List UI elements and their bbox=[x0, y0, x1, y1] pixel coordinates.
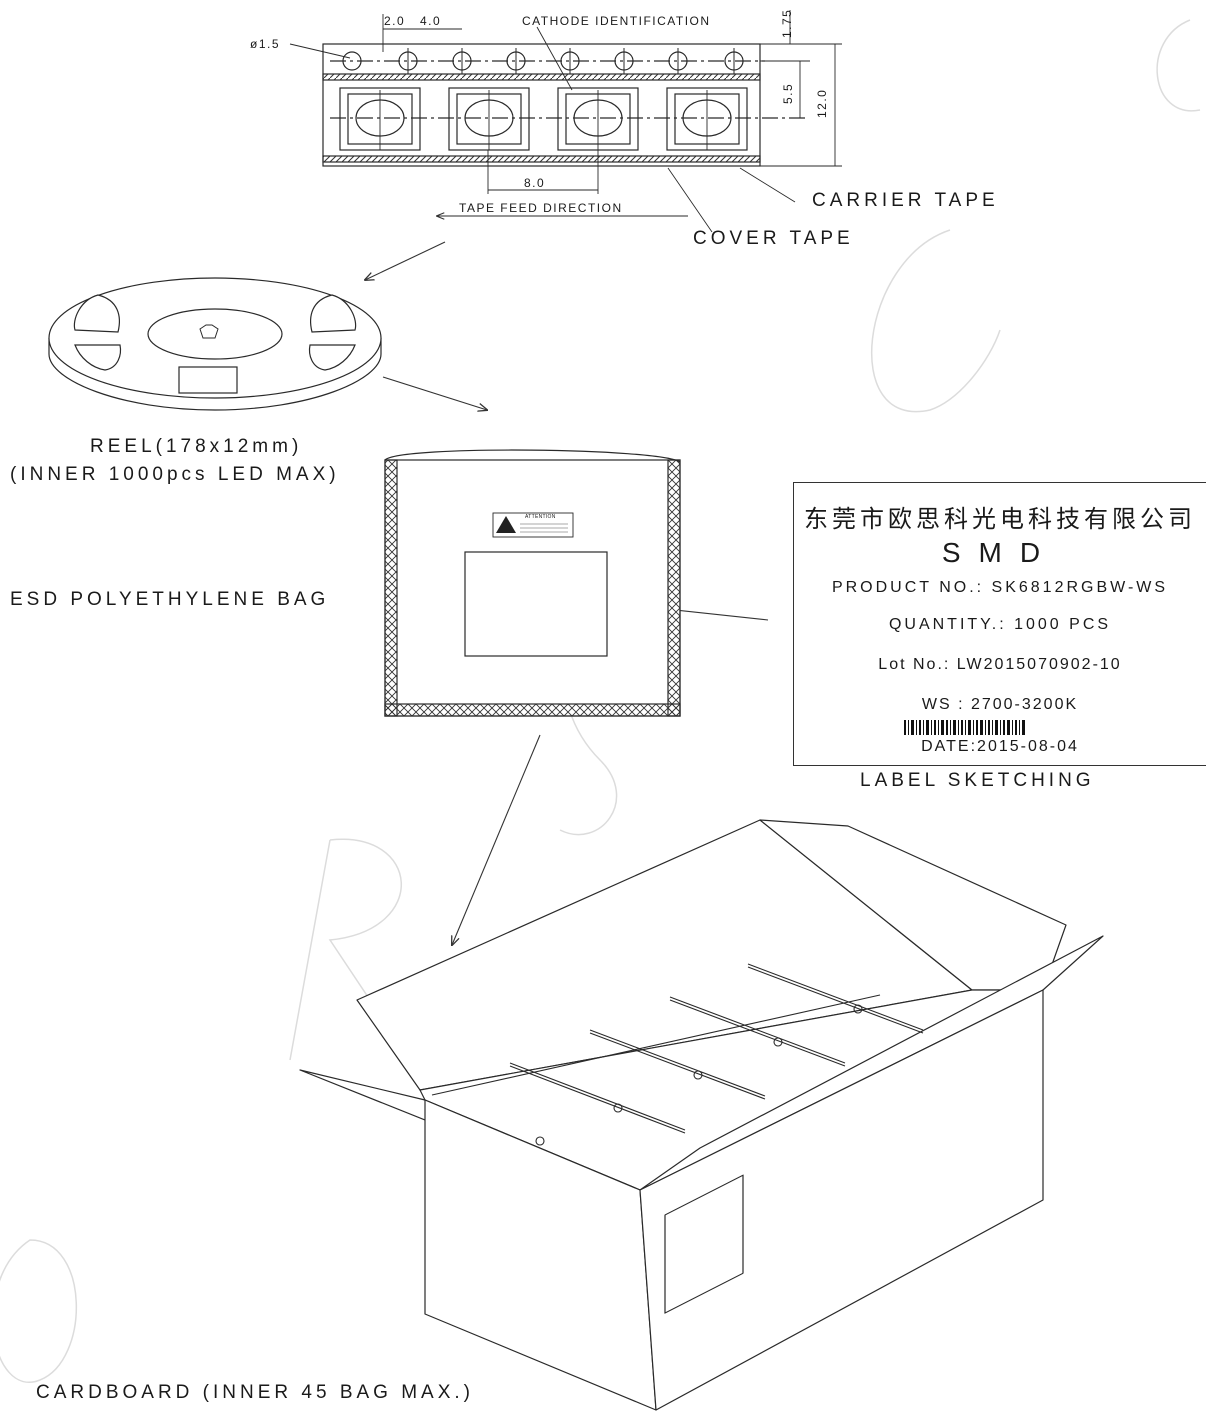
cover-tape-label: COVER TAPE bbox=[693, 228, 854, 249]
pitch-2-label: 2.0 bbox=[384, 14, 406, 28]
bag-sticker-text: ATTENTION bbox=[525, 514, 556, 520]
edge-dimension-label: 1.75 bbox=[780, 8, 794, 38]
tape-feed-direction-label: TAPE FEED DIRECTION bbox=[459, 201, 623, 215]
esd-bag-caption: ESD POLYETHYLENE BAG bbox=[10, 589, 330, 610]
label-company: 东莞市欧思科光电科技有限公司 bbox=[804, 505, 1196, 533]
barcode bbox=[904, 720, 1044, 735]
label-product-no: PRODUCT NO.: SK6812RGBW-WS bbox=[831, 579, 1169, 596]
width-dimension-label: 12.0 bbox=[815, 88, 829, 118]
cathode-identification-label: CATHODE IDENTIFICATION bbox=[522, 14, 711, 28]
esd-bag-drawing bbox=[384, 449, 681, 717]
reel-drawing bbox=[48, 277, 382, 411]
label-sketching-caption: LABEL SKETCHING bbox=[860, 770, 1095, 791]
label-ws: WS : 2700-3200K bbox=[921, 696, 1079, 713]
carrier-tape-drawing bbox=[289, 10, 842, 233]
reel-caption: REEL(178x12mm) bbox=[90, 436, 303, 457]
hole-diameter-label: ø1.5 bbox=[250, 37, 281, 51]
carton-caption: CARDBOARD (INNER 45 BAG MAX.) bbox=[36, 1382, 474, 1403]
carrier-tape-label: CARRIER TAPE bbox=[812, 190, 999, 211]
label-date: DATE:2015-08-04 bbox=[921, 738, 1079, 755]
pitch-4-label: 4.0 bbox=[420, 14, 442, 28]
reel-capacity-caption: (INNER 1000pcs LED MAX) bbox=[10, 464, 340, 485]
label-lot-no: Lot No.: LW2015070902-10 bbox=[878, 656, 1122, 673]
center-dimension-label: 5.5 bbox=[781, 82, 795, 104]
pocket-pitch-label: 8.0 bbox=[524, 176, 546, 190]
label-quantity: QUANTITY.: 1000 PCS bbox=[888, 616, 1112, 633]
label-sketch: 东莞市欧思科光电科技有限公司 SMD PRODUCT NO.: SK6812RG… bbox=[793, 482, 1206, 766]
carton-drawing bbox=[299, 819, 1104, 1411]
label-smd: SMD bbox=[941, 537, 1059, 568]
